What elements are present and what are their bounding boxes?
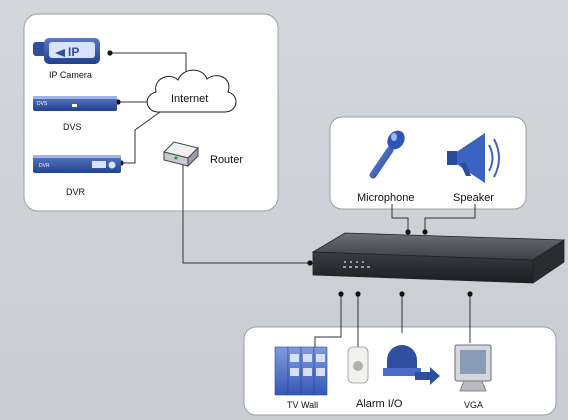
microphone-icon (369, 130, 405, 179)
tv-wall-label: TV Wall (287, 400, 318, 410)
router-label: Router (210, 154, 243, 166)
speaker-icon (447, 133, 500, 183)
cloud-icon (146, 69, 237, 113)
source-connectors (110, 52, 310, 264)
ip-camera-label: IP Camera (49, 70, 92, 80)
output-connectors (314, 294, 471, 347)
ip-camera-badge: IP (68, 45, 79, 59)
dvs-front-text: DVS (37, 101, 48, 107)
speaker-label: Speaker (453, 192, 494, 204)
vga-label: VGA (464, 400, 483, 410)
output-connector-dots (338, 291, 473, 297)
router-icon (163, 141, 199, 168)
internet-label: Internet (171, 93, 208, 105)
alarm-output-icon (383, 345, 440, 385)
nvr-unit-icon (311, 232, 566, 284)
vga-monitor-icon (454, 344, 492, 392)
alarm-io-label: Alarm I/O (356, 398, 403, 410)
dvs-label: DVS (63, 122, 82, 132)
audio-connector-dots (405, 229, 428, 235)
dvr-icon: DVR (33, 155, 121, 173)
dvs-icon: DVS (33, 96, 117, 111)
microphone-label: Microphone (357, 192, 414, 204)
ip-camera-icon: IP (33, 38, 100, 64)
tv-wall-icon (274, 346, 328, 396)
alarm-sensor-icon (347, 346, 369, 384)
dvr-front-text: DVR (39, 163, 50, 169)
dvr-label: DVR (66, 187, 86, 197)
audio-connectors (391, 204, 476, 230)
